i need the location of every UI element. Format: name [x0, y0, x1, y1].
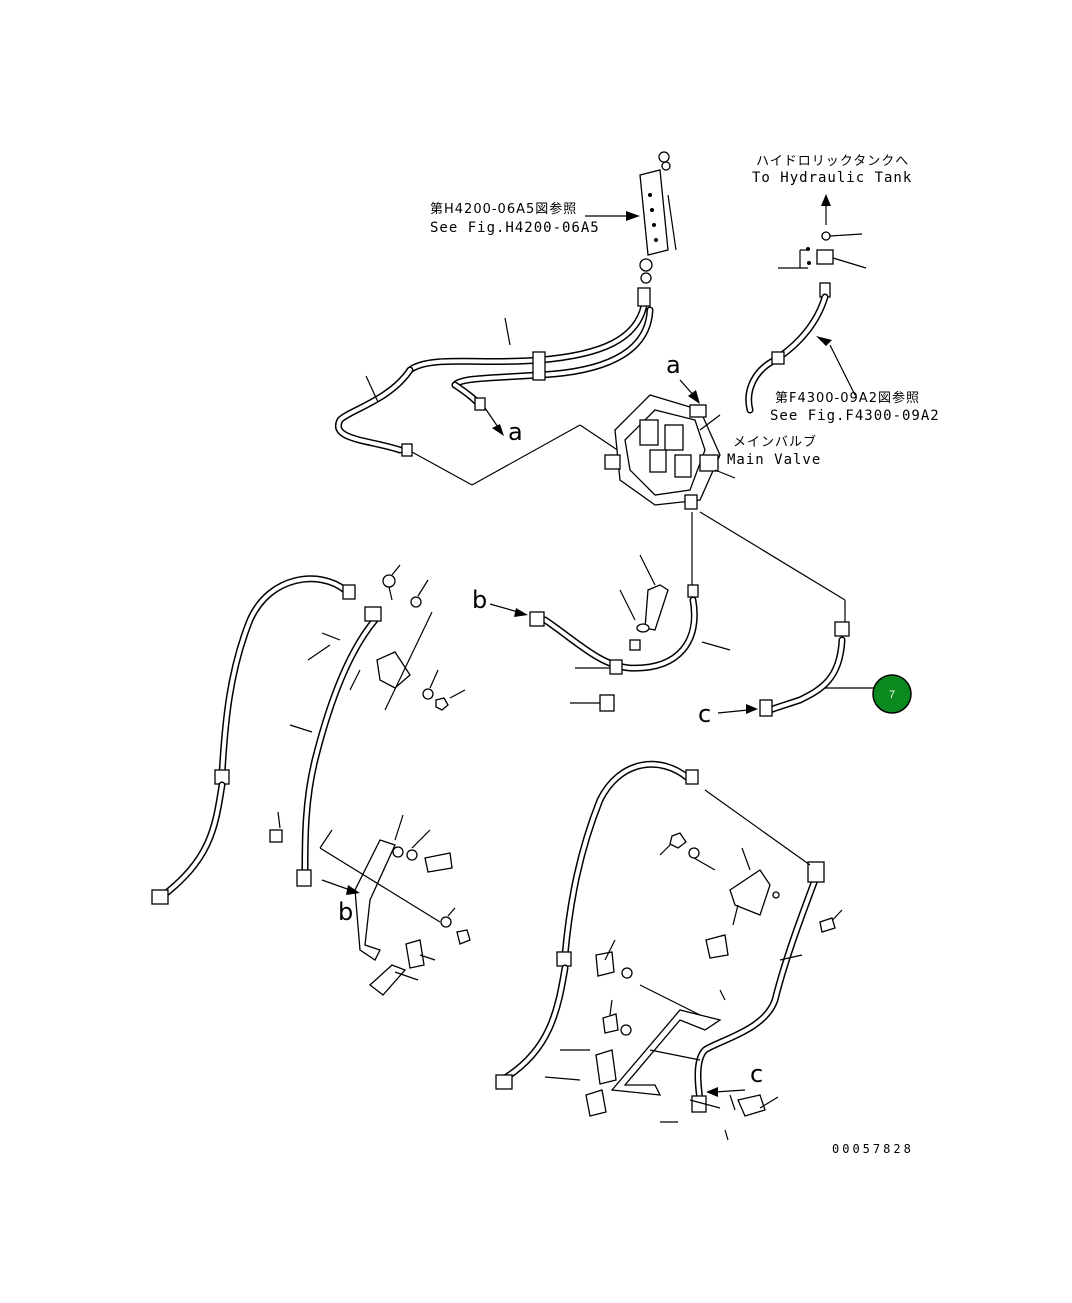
right-hose-assembly — [495, 760, 843, 1141]
main-valve — [604, 394, 736, 510]
tank-en: To Hydraulic Tank — [752, 170, 912, 186]
letter-b-mid: b — [472, 586, 487, 614]
left-hose-assembly — [151, 564, 466, 905]
ref-f4300-en: See Fig.F4300-09A2 — [770, 408, 940, 424]
pilot-valve-block — [639, 151, 677, 284]
tank-hose — [745, 293, 856, 414]
drawing-number: 00057828 — [832, 1142, 914, 1156]
arrow-a-left — [484, 407, 504, 436]
hose-c — [699, 511, 875, 717]
arrow-c-right — [706, 1087, 746, 1097]
pilot-hoses — [335, 287, 654, 486]
tank-arrow — [821, 194, 831, 225]
callout-7[interactable]: 7 — [872, 674, 912, 714]
arrow-a-top — [679, 379, 700, 404]
tank-jp: ハイドロリックタンクへ — [756, 154, 909, 169]
main-valve-jp: メインバルブ — [733, 434, 817, 450]
hose-b — [529, 512, 731, 712]
callout-7-label: 7 — [889, 689, 895, 701]
ref-f4300-jp: 第F4300-09A2図参照 — [775, 390, 920, 406]
ref-h4200-pointer — [585, 211, 640, 221]
letter-c-mid: c — [698, 700, 711, 728]
letter-a-left: a — [508, 418, 523, 446]
letter-a-top: a — [666, 351, 681, 379]
ref-h4200-jp: 第H4200-06A5図参照 — [430, 201, 577, 217]
arrow-b-left — [321, 879, 360, 895]
ref-h4200-en: See Fig.H4200-06A5 — [430, 220, 600, 236]
left-bracket — [269, 811, 471, 996]
letter-c-right: c — [750, 1060, 763, 1088]
arrow-c-mid — [717, 704, 758, 714]
letter-b-left: b — [338, 898, 353, 926]
arrow-b-mid — [489, 603, 528, 617]
tank-fitting — [778, 231, 867, 298]
main-valve-en: Main Valve — [727, 452, 821, 468]
